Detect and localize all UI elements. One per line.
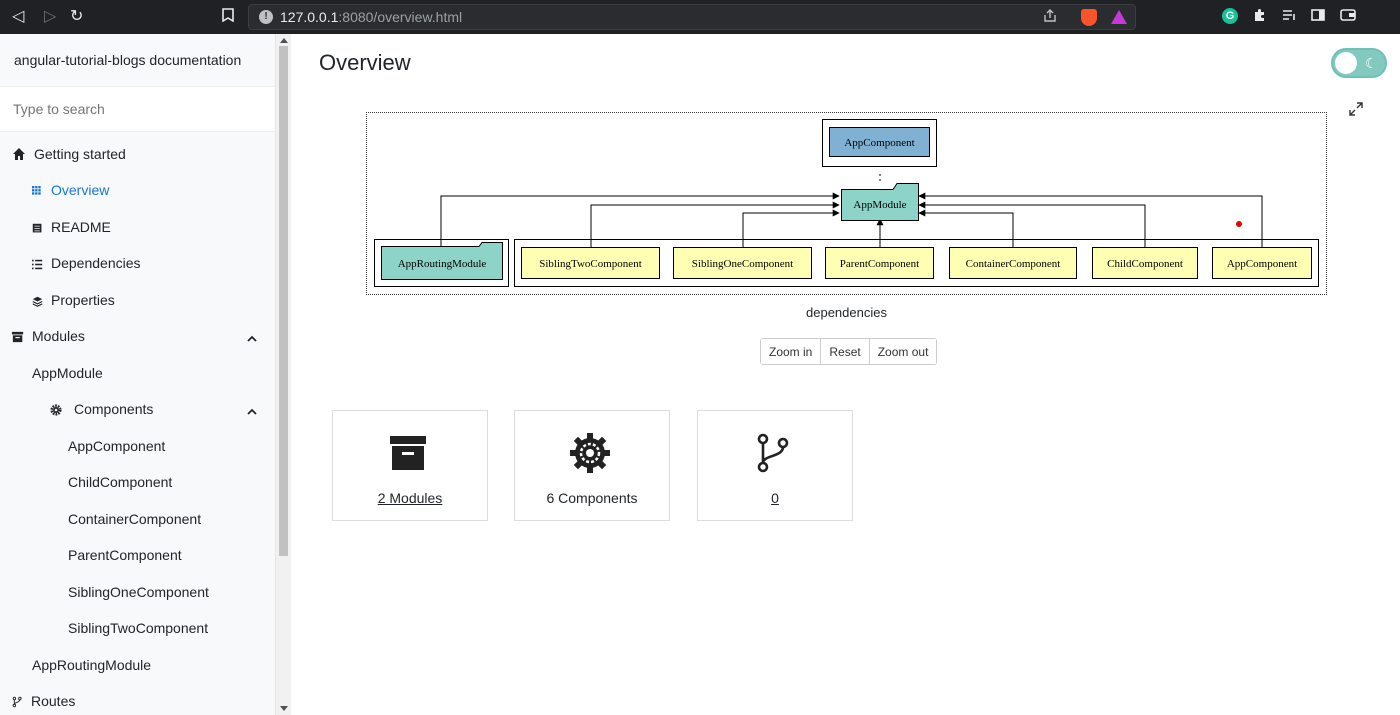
book-icon xyxy=(32,223,42,233)
zoom-out-button[interactable]: Zoom out xyxy=(869,339,937,364)
sidebar-item-modules[interactable]: Modules xyxy=(12,326,85,346)
cog-icon xyxy=(50,404,62,416)
project-title[interactable]: angular-tutorial-blogs documentation xyxy=(14,52,242,68)
th-icon xyxy=(32,186,41,195)
archive-icon xyxy=(390,436,426,470)
graph-edges xyxy=(440,171,1263,247)
sidebar-item-routes[interactable]: Routes xyxy=(12,691,75,711)
graph-node-containercomponent[interactable]: ContainerComponent xyxy=(949,247,1077,279)
scroll-down-arrow-icon[interactable] xyxy=(280,706,288,711)
code-fork-icon xyxy=(757,433,789,473)
graph-node-siblingonecomponent[interactable]: SiblingOneComponent xyxy=(673,247,812,279)
modules-count-link[interactable]: 2 Modules xyxy=(377,490,443,506)
scroll-up-arrow-icon[interactable] xyxy=(280,38,288,43)
graph-node-bootstrap[interactable]: AppComponent xyxy=(829,127,930,157)
scrollbar-thumb[interactable] xyxy=(279,46,288,556)
sidebar-item-properties[interactable]: Properties xyxy=(32,290,115,310)
graph-node-siblingtwocomponent[interactable]: SiblingTwoComponent xyxy=(521,247,660,279)
home-icon xyxy=(13,148,25,160)
sidebar: angular-tutorial-blogs documentation Get… xyxy=(0,34,276,715)
sidebar-item-getting-started[interactable]: Getting started xyxy=(12,144,126,164)
list-icon xyxy=(32,259,43,270)
reading-list-icon[interactable] xyxy=(1281,8,1297,24)
sidebar-item-dependencies[interactable]: Dependencies xyxy=(32,253,141,273)
sidebar-item-appmodule[interactable]: AppModule xyxy=(32,365,103,381)
graph-node-appmodule-label: AppModule xyxy=(853,199,906,211)
components-count: 6 Components xyxy=(546,490,638,506)
routes-card[interactable]: 0 xyxy=(697,410,853,521)
graph-node-appmodule[interactable]: AppModule xyxy=(841,183,919,221)
reload-icon[interactable]: ↻ xyxy=(70,8,84,25)
graph-node-childcomponent[interactable]: ChildComponent xyxy=(1092,247,1198,279)
wallet-icon[interactable] xyxy=(1340,8,1356,24)
chevron-up-icon[interactable] xyxy=(246,333,258,345)
browser-toolbar: ◁ ▷ ↻ ! 127.0.0.1:8080/overview.html G xyxy=(0,0,1400,34)
share-icon[interactable] xyxy=(1043,9,1057,26)
sidebar-item-approutingmodule[interactable]: AppRoutingModule xyxy=(32,657,152,673)
extensions-icon[interactable] xyxy=(1252,8,1268,24)
zoom-controls: Zoom in Reset Zoom out xyxy=(760,338,938,365)
components-card: 6 Components xyxy=(514,410,670,521)
sidebar-item-siblingtwocomponent[interactable]: SiblingTwoComponent xyxy=(68,620,209,636)
layers-icon xyxy=(32,296,43,307)
cursor-dot xyxy=(1236,221,1242,227)
sidebar-item-siblingonecomponent[interactable]: SiblingOneComponent xyxy=(68,584,209,600)
graph-caption: dependencies xyxy=(806,305,887,320)
address-bar[interactable]: ! 127.0.0.1:8080/overview.html xyxy=(248,4,1136,30)
site-info-icon[interactable]: ! xyxy=(259,10,273,24)
chevron-up-icon[interactable] xyxy=(246,406,258,418)
search-input[interactable] xyxy=(0,87,275,131)
url-text: 127.0.0.1:8080/overview.html xyxy=(280,9,463,25)
cog-icon xyxy=(570,433,610,473)
sidebar-item-containercomponent[interactable]: ContainerComponent xyxy=(68,511,202,527)
graph-node-approutingmodule-label: AppRoutingModule xyxy=(398,258,487,270)
graph-node-appcomponent[interactable]: AppComponent xyxy=(1212,247,1312,279)
bootstrap-cluster xyxy=(822,119,937,167)
code-fork-icon xyxy=(12,696,22,708)
reset-button[interactable]: Reset xyxy=(821,339,870,364)
dark-mode-toggle[interactable]: ☾ xyxy=(1331,48,1387,78)
moon-icon: ☾ xyxy=(1365,55,1378,71)
graph-node-approutingmodule[interactable]: AppRoutingModule xyxy=(381,242,503,281)
forward-icon[interactable]: ▷ xyxy=(44,8,57,25)
sidebar-toggle-icon[interactable] xyxy=(1310,8,1326,24)
search-box xyxy=(0,86,275,132)
declarations-cluster xyxy=(514,239,1319,287)
sidebar-item-readme[interactable]: README xyxy=(32,217,111,237)
graph-node-parentcomponent[interactable]: ParentComponent xyxy=(825,247,934,279)
sidebar-item-childcomponent[interactable]: ChildComponent xyxy=(68,474,173,490)
imports-cluster xyxy=(374,239,509,287)
archive-icon xyxy=(12,331,24,343)
modules-card[interactable]: 2 Modules xyxy=(332,410,488,521)
sidebar-item-overview[interactable]: Overview xyxy=(32,180,109,200)
zoom-in-button[interactable]: Zoom in xyxy=(761,339,822,364)
bookmark-icon[interactable] xyxy=(222,8,234,27)
toggle-knob xyxy=(1335,52,1357,74)
back-icon[interactable]: ◁ xyxy=(12,8,25,25)
grammarly-icon[interactable]: G xyxy=(1222,8,1238,24)
sidebar-item-appcomponent[interactable]: AppComponent xyxy=(68,438,166,454)
brave-shield-icon[interactable] xyxy=(1081,9,1097,26)
routes-count-link[interactable]: 0 xyxy=(771,490,779,506)
sidebar-item-parentcomponent[interactable]: ParentComponent xyxy=(68,547,182,563)
fullscreen-icon[interactable] xyxy=(1349,102,1363,116)
brave-rewards-icon[interactable] xyxy=(1111,10,1127,24)
dependency-graph[interactable]: AppComponent AppModule AppRoutingModule … xyxy=(366,112,1327,295)
page-title: Overview xyxy=(319,50,411,75)
sidebar-item-components[interactable]: Components xyxy=(50,399,153,419)
